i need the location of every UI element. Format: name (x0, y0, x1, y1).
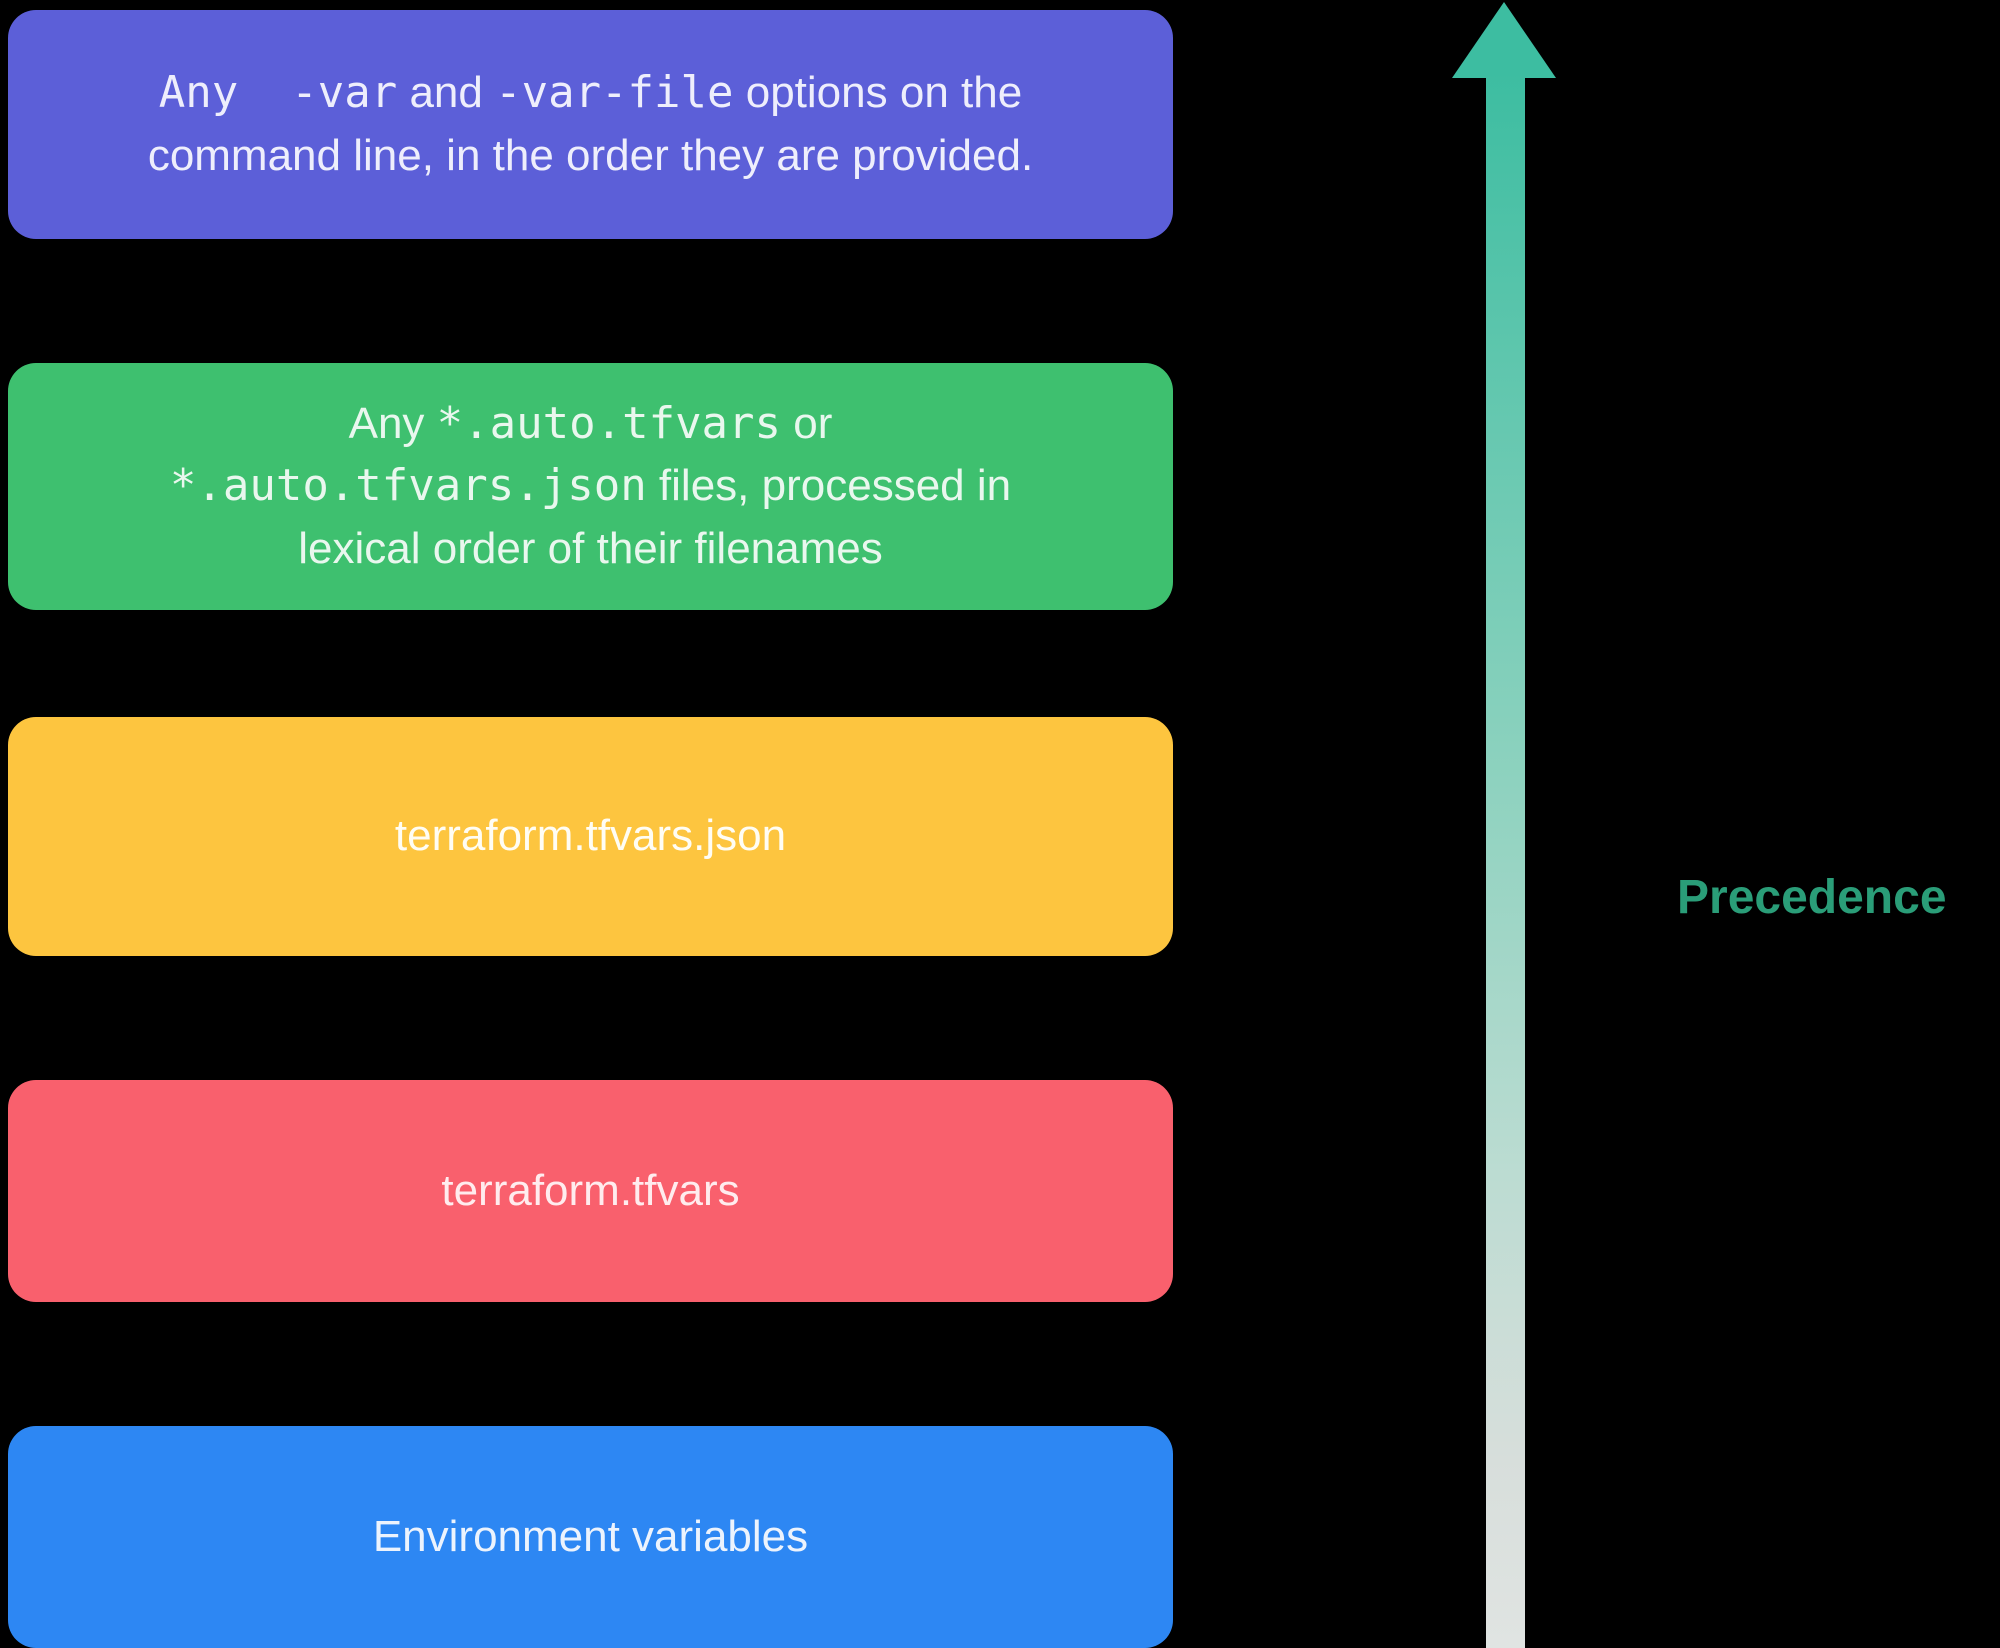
precedence-label: Precedence (1677, 871, 1947, 924)
box-environment-variables-text: Environment variables (372, 1511, 809, 1561)
text-and: and (397, 68, 496, 118)
text-or: or (781, 398, 845, 448)
box-auto-tfvars-files-text: Any *.auto.tfvars or *.auto.tfvars.json … (131, 393, 1051, 580)
up-arrow-icon (1452, 2, 1556, 78)
box-terraform-tfvars-json: terraform.tfvars.json (8, 717, 1173, 956)
text-any: Any (348, 398, 437, 448)
box-environment-variables: Environment variables (8, 1426, 1173, 1648)
code-auto-tfvars-json: *.auto.tfvars.json (169, 460, 647, 512)
box-cli-var-options-text: Any -var and -var-file options on the co… (131, 62, 1051, 187)
box-terraform-tfvars: terraform.tfvars (8, 1080, 1173, 1302)
code-auto-tfvars: *.auto.tfvars (436, 397, 782, 449)
box-terraform-tfvars-json-text: terraform.tfvars.json (394, 811, 787, 861)
text-files-rest: files, processed in lexical order of the… (298, 461, 1024, 573)
code-var-file-flag: -var-file (495, 67, 734, 119)
text-options-rest: options on the command line, in the orde… (147, 68, 1035, 180)
code-var-flag: Any -var (158, 67, 398, 119)
box-auto-tfvars-files: Any *.auto.tfvars or *.auto.tfvars.json … (8, 363, 1173, 610)
up-arrow-shaft (1486, 74, 1525, 1648)
box-cli-var-options: Any -var and -var-file options on the co… (8, 10, 1173, 239)
box-terraform-tfvars-text: terraform.tfvars (441, 1165, 740, 1215)
